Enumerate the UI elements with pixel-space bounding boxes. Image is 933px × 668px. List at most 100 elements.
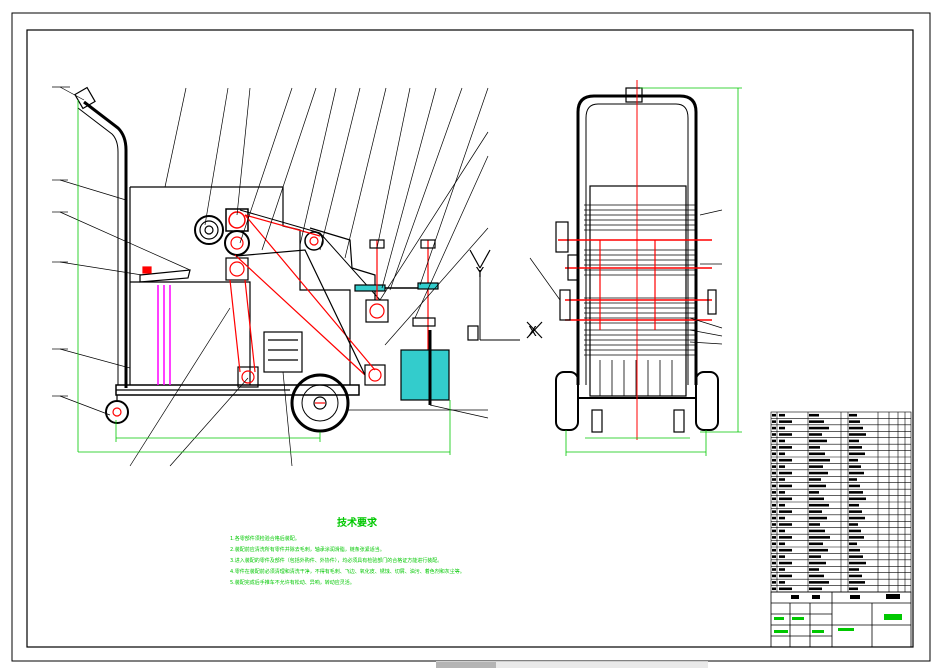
parts-list-mark xyxy=(772,452,776,456)
parts-list-mark xyxy=(809,536,830,539)
parts-list-mark xyxy=(809,458,830,462)
parts-list-mark xyxy=(772,581,776,584)
parts-list-mark xyxy=(849,484,860,488)
parts-list-mark xyxy=(779,523,792,526)
parts-list-mark xyxy=(772,426,776,430)
parts-list-mark xyxy=(809,548,828,552)
parts-list-mark xyxy=(809,529,825,533)
parts-list-mark xyxy=(809,465,823,468)
note-4: 4.零件在装配前必须清理和清洗干净，不得有毛刺、飞边、氧化皮、锈蚀、切屑、油污、… xyxy=(230,568,465,575)
parts-list-mark xyxy=(809,516,827,520)
parts-list-mark xyxy=(849,439,859,443)
parts-list-mark xyxy=(849,446,862,449)
note-3: 3.进入装配的零件及部件（包括外购件、外协件），均必须具有检验部门的合格证方能进… xyxy=(230,557,442,564)
parts-list-mark xyxy=(772,458,776,462)
parts-list-mark xyxy=(772,491,776,494)
parts-list-mark xyxy=(809,574,824,578)
parts-list-mark xyxy=(779,536,792,539)
parts-list-mark xyxy=(779,491,785,494)
parts-list-mark xyxy=(772,413,776,417)
parts-list-mark xyxy=(779,568,785,571)
parts-list-mark xyxy=(809,426,829,430)
parts-list-mark xyxy=(772,561,776,565)
parts-list-mark xyxy=(772,433,776,436)
parts-list-mark xyxy=(779,484,792,488)
axis-y-label: Y xyxy=(475,266,484,281)
parts-list-mark xyxy=(772,484,776,488)
parts-list-mark xyxy=(809,497,824,501)
parts-list-mark xyxy=(772,542,776,546)
side-view-dimensions xyxy=(77,100,451,455)
parts-list-mark xyxy=(779,510,792,513)
parts-list-mark xyxy=(772,497,776,501)
top-clamp xyxy=(625,87,643,103)
parts-list-mark xyxy=(779,548,792,552)
parts-list-mark xyxy=(772,587,776,591)
parts-list-mark xyxy=(779,446,792,449)
water-tank xyxy=(400,349,450,401)
parts-list-mark xyxy=(849,413,857,417)
parts-list-mark xyxy=(772,420,776,423)
parts-list-mark xyxy=(809,555,821,558)
parts-list-mark xyxy=(849,426,863,430)
front-view-dimensions xyxy=(565,87,742,456)
parts-list-mark xyxy=(772,536,776,539)
parts-list-mark xyxy=(849,581,865,584)
parts-list-mark xyxy=(849,478,857,481)
horizontal-scrollbar[interactable] xyxy=(436,661,708,668)
parts-list-mark xyxy=(809,439,827,443)
parts-list-mark xyxy=(849,465,861,468)
parts-list-mark xyxy=(779,439,785,443)
parts-list-mark xyxy=(779,574,792,578)
front-right-wheel xyxy=(695,371,719,431)
parts-list-mark xyxy=(809,503,829,507)
note-1: 1.各零部件须检验合格后装配。 xyxy=(230,535,300,542)
parts-list-mark xyxy=(779,433,792,436)
technical-requirements: 技术要求 1.各零部件须检验合格后装配。 2.装配前应清洗所有零件并除去毛刺，轴… xyxy=(230,516,465,586)
parts-list-mark xyxy=(772,568,776,571)
parts-list-mark xyxy=(849,529,861,533)
parts-list-mark xyxy=(849,523,858,526)
parts-list-table xyxy=(770,411,912,593)
title-block-fills xyxy=(774,594,902,633)
notes-title: 技术要求 xyxy=(337,516,378,529)
parts-list-mark xyxy=(779,465,785,468)
parts-list-mark xyxy=(772,510,776,513)
parts-list-mark xyxy=(779,452,785,456)
chain-strand xyxy=(244,214,376,371)
parts-list-mark xyxy=(849,433,866,436)
large-wheel xyxy=(290,373,350,433)
parts-list-mark xyxy=(849,420,860,423)
note-5: 5.装配完成后手推车不允许有松动、异响，转动应灵活。 xyxy=(230,579,355,586)
parts-list-mark xyxy=(849,561,866,565)
parts-list-mark xyxy=(849,587,858,591)
cage xyxy=(263,331,303,373)
parts-list-mark xyxy=(809,446,820,449)
parts-list-mark xyxy=(779,478,785,481)
parts-list-mark xyxy=(809,420,824,423)
parts-list-mark xyxy=(779,587,792,591)
parts-list-mark xyxy=(849,452,865,456)
parts-list-mark xyxy=(809,478,821,481)
parts-list-mark xyxy=(809,568,819,571)
parts-list-mark xyxy=(772,439,776,443)
parts-list-mark xyxy=(809,484,826,488)
parts-list-mark xyxy=(809,542,823,546)
parts-list-mark xyxy=(779,555,785,558)
parts-list-mark xyxy=(809,581,829,584)
parts-list-mark xyxy=(772,503,776,507)
parts-list-mark xyxy=(772,516,776,520)
parts-list-mark xyxy=(779,581,785,584)
parts-list-mark xyxy=(772,529,776,533)
parts-list-mark xyxy=(772,446,776,449)
parts-list-mark xyxy=(849,503,859,507)
parts-list-mark xyxy=(779,413,785,417)
axis-x-label: X xyxy=(528,325,537,340)
parts-list-mark xyxy=(849,536,864,539)
parts-list-mark xyxy=(809,413,819,417)
pulley-large xyxy=(194,215,224,245)
scrollbar-thumb[interactable] xyxy=(436,662,496,668)
side-view-leaders xyxy=(52,86,489,467)
side-view xyxy=(74,86,543,433)
